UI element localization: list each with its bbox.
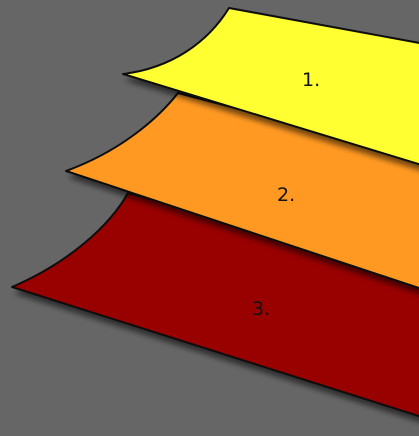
layer-1-label: 1. [302, 69, 320, 91]
layer-2-label: 2. [277, 184, 295, 206]
layer-3-label: 3. [252, 298, 270, 320]
